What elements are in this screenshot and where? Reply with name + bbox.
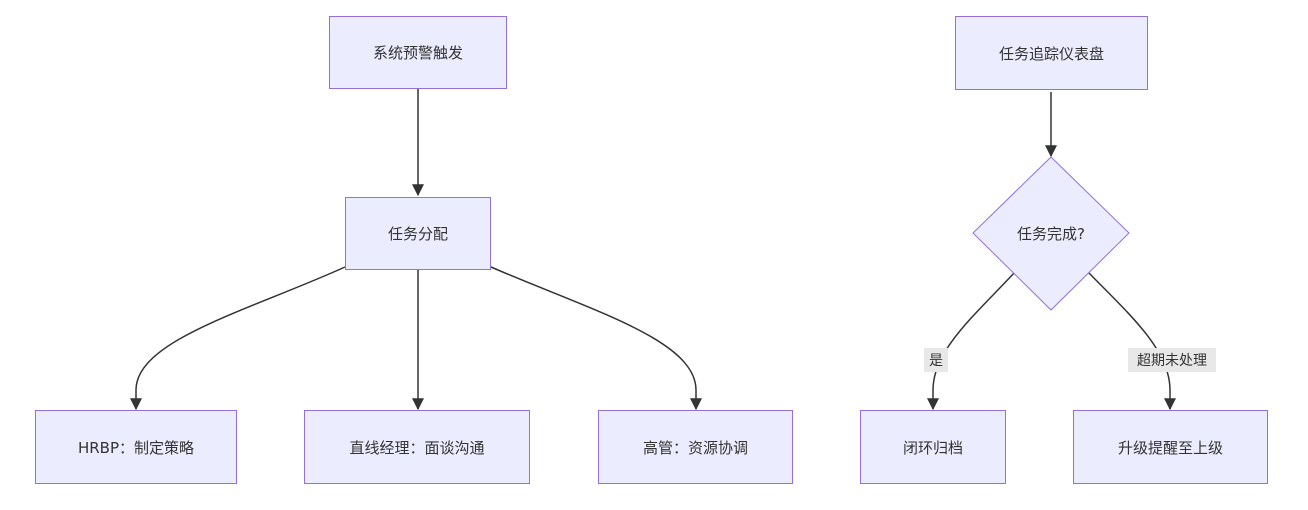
node-executive-resources: 高管：资源协调 — [598, 410, 793, 484]
node-system-alert-trigger: 系统预警触发 — [329, 16, 507, 89]
node-task-assignment: 任务分配 — [345, 197, 491, 270]
node-escalate-to-superior: 升级提醒至上级 — [1073, 410, 1268, 484]
edge-label-overdue: 超期未处理 — [1128, 348, 1216, 372]
node-task-tracking-dashboard: 任务追踪仪表盘 — [955, 16, 1148, 90]
node-close-and-archive: 闭环归档 — [860, 410, 1006, 484]
edge-assign-to-executive — [490, 266, 702, 411]
node-line-manager-talk: 直线经理：面谈沟通 — [304, 410, 530, 484]
decision-label: 任务完成? — [1017, 224, 1085, 243]
edge-decision-to-archive — [927, 271, 1016, 411]
node-hrbp-strategy: HRBP：制定策略 — [35, 410, 237, 484]
decision-diamond — [972, 156, 1130, 311]
edge-decision-to-escalate — [1087, 271, 1176, 411]
edge-assign-to-hrbp — [130, 266, 346, 411]
edge-label-yes: 是 — [924, 348, 948, 372]
